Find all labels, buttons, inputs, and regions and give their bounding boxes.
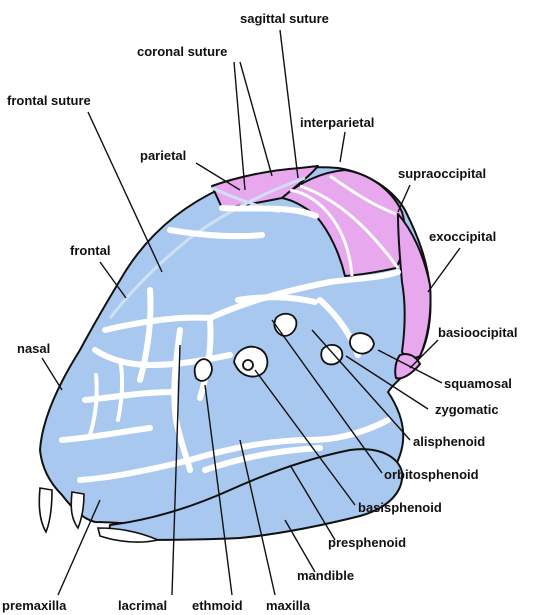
- label-squamosal: squamosal: [444, 376, 512, 391]
- label-basioocipital: basioocipital: [438, 325, 517, 340]
- label-presphenoid: presphenoid: [328, 535, 406, 550]
- label-basisphenoid: basisphenoid: [358, 500, 442, 515]
- label-frontal: frontal: [70, 243, 110, 258]
- upper-incisor: [39, 488, 52, 532]
- label-frontal-suture: frontal suture: [7, 93, 91, 108]
- basioocipital-region: [395, 354, 420, 378]
- label-interparietal: interparietal: [300, 115, 374, 130]
- upper-incisor-2: [71, 492, 84, 528]
- squamosal-hook: [350, 333, 374, 353]
- label-parietal: parietal: [140, 148, 186, 163]
- label-alisphenoid: alisphenoid: [413, 434, 485, 449]
- label-nasal: nasal: [17, 341, 50, 356]
- label-sagittal-suture: sagittal suture: [240, 11, 329, 26]
- lacrimal-notch: [195, 359, 212, 381]
- label-supraoccipital: supraoccipital: [398, 166, 486, 181]
- optic-foramen: [243, 360, 253, 370]
- label-mandible: mandible: [297, 568, 354, 583]
- label-exoccipital: exoccipital: [429, 229, 496, 244]
- label-coronal-suture: coronal suture: [137, 44, 227, 59]
- label-orbitosphenoid: orbitosphenoid: [384, 467, 479, 482]
- label-zygomatic: zygomatic: [435, 402, 499, 417]
- label-maxilla: maxilla: [266, 598, 311, 613]
- label-ethmoid: ethmoid: [192, 598, 243, 613]
- label-premaxilla: premaxilla: [2, 598, 67, 613]
- label-lacrimal: lacrimal: [118, 598, 167, 613]
- sphenoid-notch: [274, 314, 296, 336]
- skull-bones: [39, 166, 430, 542]
